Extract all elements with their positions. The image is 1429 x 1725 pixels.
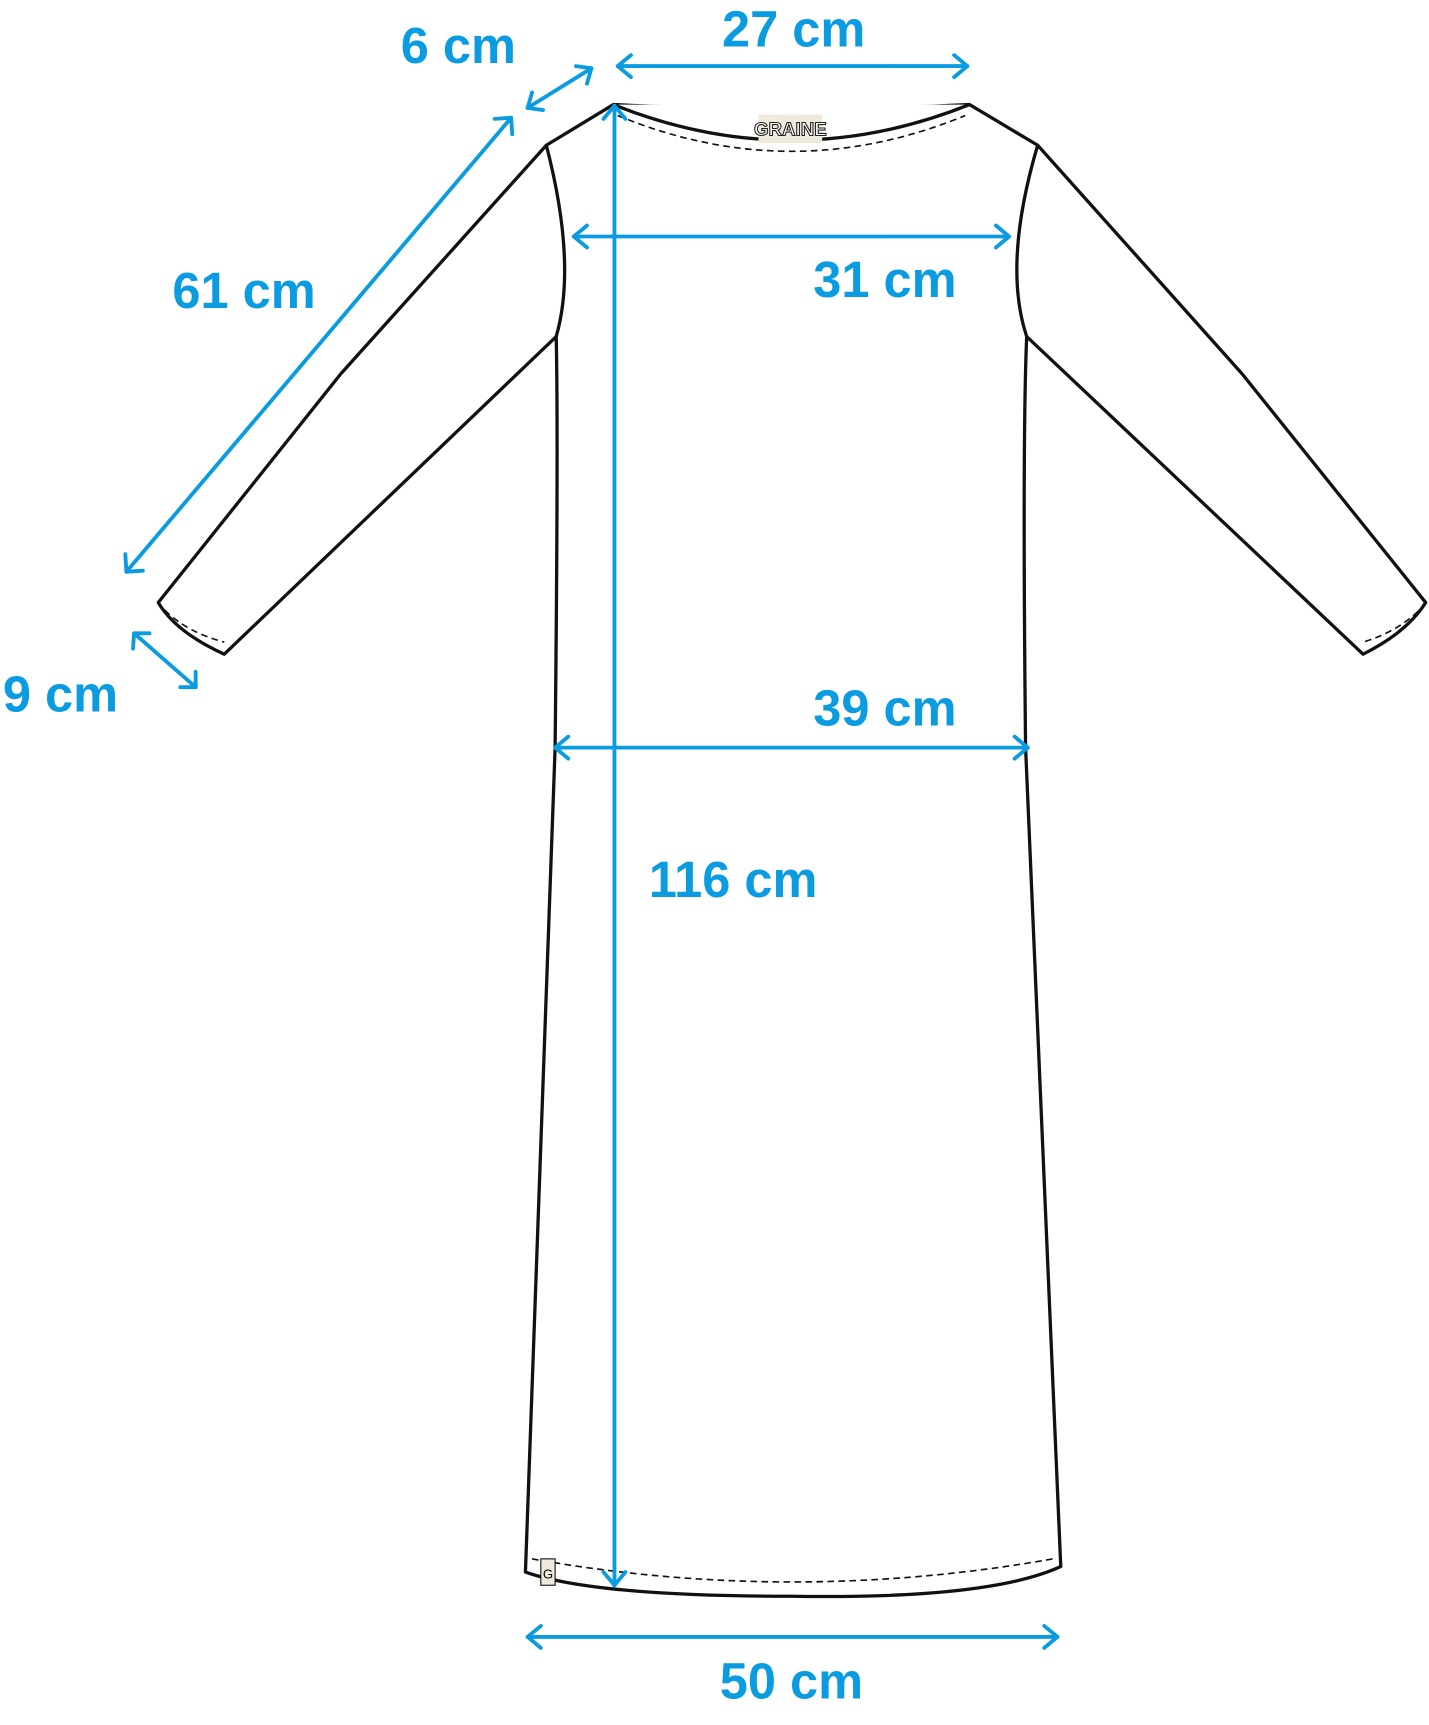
cuff-label: 9 cm — [3, 665, 118, 722]
chest-arrow — [571, 223, 1012, 250]
shoulder-arrow — [525, 64, 594, 113]
length-arrow — [601, 103, 628, 1588]
neck-tag: GRAINE — [753, 114, 827, 144]
length-label: 116 cm — [649, 851, 818, 908]
sleeve-length-arrow — [123, 115, 515, 574]
waist-label: 39 cm — [813, 680, 956, 737]
neck-width-label: 27 cm — [722, 0, 865, 57]
chest-label: 31 cm — [813, 251, 956, 308]
hem-label: 50 cm — [720, 1652, 863, 1709]
dimension-arrows — [123, 53, 1060, 1650]
waist-arrow — [553, 734, 1030, 761]
svg-text:GRAINE: GRAINE — [754, 118, 827, 139]
svg-text:G: G — [543, 1567, 553, 1582]
hem-arrow — [525, 1623, 1060, 1650]
sleeve-length-label: 61 cm — [172, 262, 315, 319]
neck-width-arrow — [615, 53, 970, 80]
cuff-arrow — [131, 631, 198, 690]
hem-tag: G — [540, 1558, 556, 1586]
shoulder-label: 6 cm — [401, 17, 516, 74]
